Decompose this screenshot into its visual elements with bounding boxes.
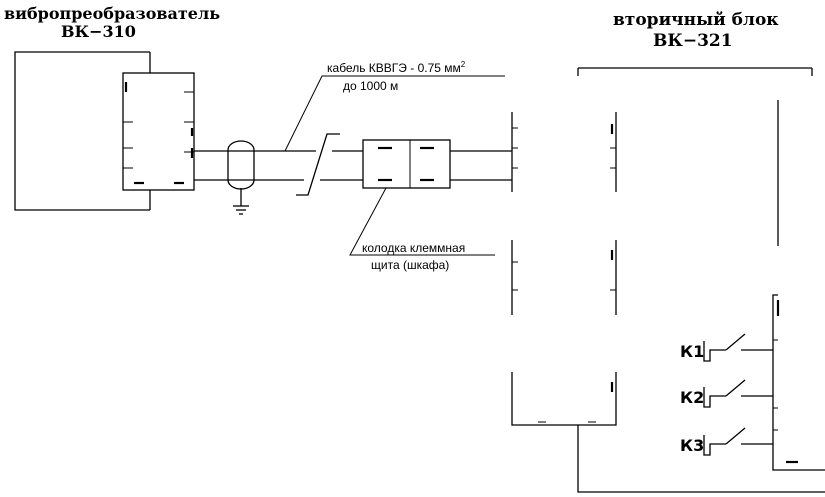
cable-conductors: [194, 150, 512, 181]
relay-k2-label: К2: [680, 388, 704, 407]
sensor-connector: [122, 72, 195, 191]
sensor-title-line1: вибропреобразователь: [4, 4, 220, 23]
relay-k1: К1: [680, 333, 778, 362]
relay-connector: [772, 294, 825, 471]
secondary-title-line2: ВК−321: [653, 31, 733, 51]
cable-shield: [227, 140, 255, 206]
sensor-housing: [14, 51, 151, 211]
secondary-connector-2: [511, 240, 617, 315]
cable-label-line1: кабель КВВГЭ - 0.75 мм2: [327, 60, 466, 75]
relay-k3-label: К3: [680, 436, 704, 455]
sensor-title-line2: ВК−310: [61, 22, 136, 41]
cable-label: кабель КВВГЭ - 0.75 мм2 до 1000 м: [284, 60, 505, 152]
secondary-connector-3: [511, 372, 825, 493]
ground-icon: [233, 205, 249, 215]
secondary-connector-1: [511, 112, 617, 192]
relay-k2: К2: [680, 379, 778, 409]
secondary-unit-bracket: [577, 67, 813, 76]
cable-label-superscript: 2: [461, 60, 466, 69]
terminal-block-label-line1: колодка клеммная: [362, 241, 465, 255]
terminal-block-label-line2: щита (шкафа): [371, 258, 449, 272]
relay-k1-label: К1: [680, 342, 704, 361]
terminal-block-label: колодка клеммная щита (шкафа): [349, 187, 495, 272]
relay-k3: К3: [680, 427, 778, 456]
cable-label-line2: до 1000 м: [343, 79, 398, 93]
terminal-block: [362, 139, 451, 189]
secondary-title-line1: вторичный блок: [613, 10, 779, 30]
cable-break-symbol: [296, 133, 340, 196]
